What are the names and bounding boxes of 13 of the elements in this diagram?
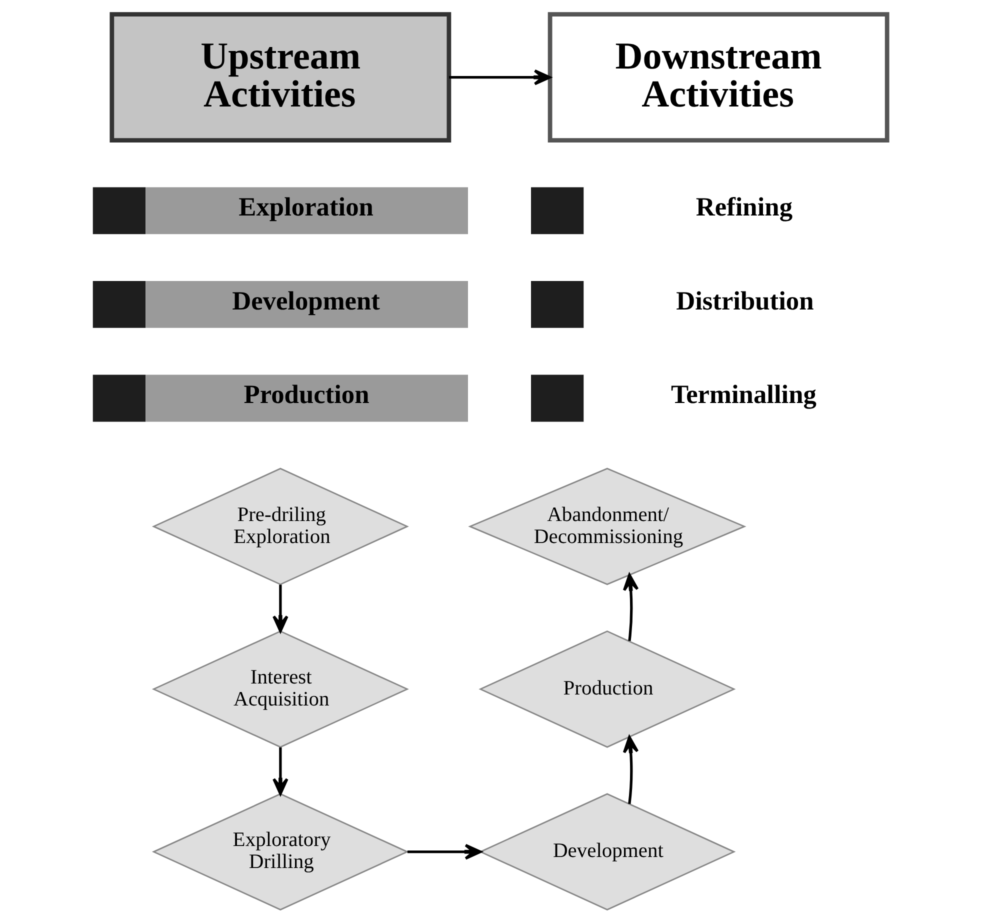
node-diamond: Pre-driling Exploration bbox=[151, 468, 408, 586]
arrow bbox=[622, 574, 638, 642]
arrow bbox=[272, 584, 288, 632]
node-diamond: Exploratory Drilling bbox=[151, 793, 408, 910]
node-box: Downstream Activities bbox=[547, 12, 889, 143]
arrow bbox=[622, 736, 638, 804]
arrow bbox=[272, 747, 288, 796]
node-diamond: Interest Acquisition bbox=[151, 630, 408, 748]
arrow bbox=[406, 844, 482, 860]
node-box: Upstream Activities bbox=[109, 12, 451, 143]
arrow bbox=[448, 69, 550, 86]
node-diamond: Abandonment/ Decommissioning bbox=[468, 468, 746, 586]
node-diamond: Production bbox=[478, 630, 736, 748]
